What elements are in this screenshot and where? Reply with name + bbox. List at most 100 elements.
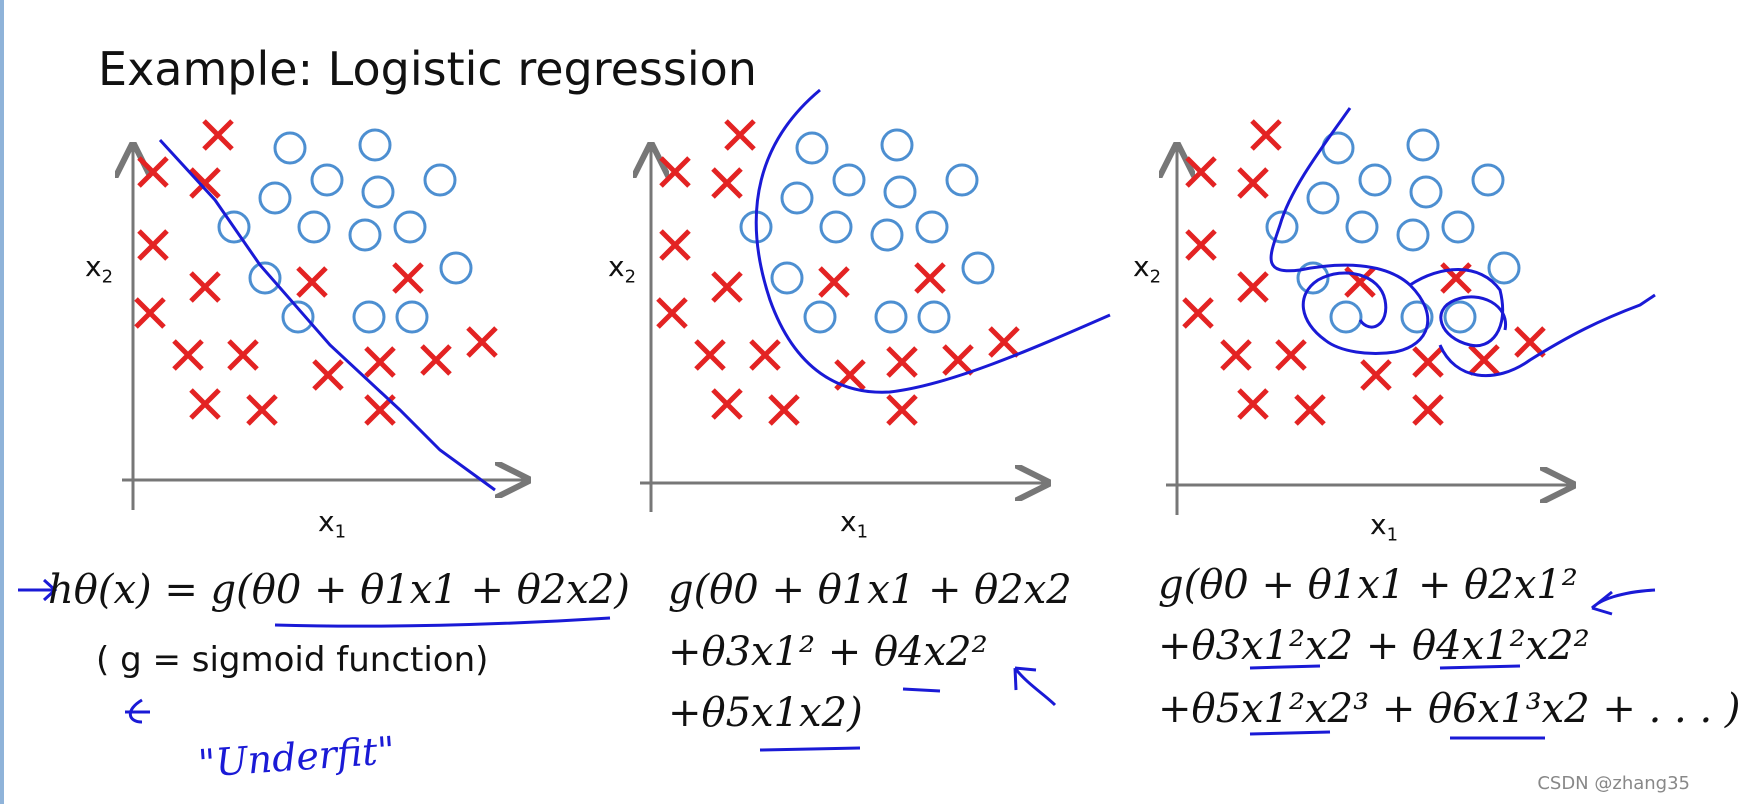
panel3-cross-marker [1237,167,1269,199]
panel2-cross-marker [711,271,743,303]
panel2-underline-1 [902,687,941,693]
panel1-cross-marker [202,119,234,151]
panel3-circle-marker [1345,210,1379,244]
panel2-cross-marker [886,346,918,378]
panel3-x-label: x1 [1370,508,1399,546]
panel1-cross-marker [392,262,424,294]
panel2-decision-boundary [754,88,1111,394]
panel3-circle-marker [1441,210,1475,244]
panel2-circle-marker [795,131,829,165]
panel3-formula-line2: +θ3x1²x2 + θ4x1²x2² [1158,623,1590,669]
panel3-cross-marker [1237,271,1269,303]
panel1-cross-marker [420,344,452,376]
panel2-circle-marker [803,300,837,334]
panel3-formula-line3: +θ5x1²x2³ + θ6x1³x2 + . . . ) [1158,686,1741,732]
panel2-circle-marker [870,218,904,252]
panel3-circle-marker [1396,218,1430,252]
panel2-circle-marker [874,300,908,334]
panel1-circle-marker [395,300,429,334]
panel2-cross-marker [659,229,691,261]
panel3-cross-marker [1412,394,1444,426]
panel1-circle-marker [352,300,386,334]
panel2-x-label: x1 [840,505,869,543]
panel3-circle-marker [1443,300,1477,334]
panel1-circle-marker [358,128,392,162]
watermark: CSDN @zhang35 [1537,773,1690,794]
panel1-cross-marker [137,229,169,261]
panel3-cross-marker [1185,229,1217,261]
panel2-formula-line1: g(θ0 + θ1x1 + θ2x2 [668,567,1072,613]
panel3-cross-marker [1294,394,1326,426]
panel1-cross-marker [312,359,344,391]
panel3-cross-marker [1514,326,1546,358]
panel2-formula-line3: +θ5x1x2) [668,690,863,736]
panel2-cross-marker [886,394,918,426]
panel3-circle-marker [1329,300,1363,334]
panel3-cross-marker [1237,388,1269,420]
panel3-cross-marker [1468,344,1500,376]
panel3-arrow-mark [1590,588,1656,616]
panel1-circle-marker [361,175,395,209]
panel3-cross-marker [1182,297,1214,329]
panel1-cross-marker [189,271,221,303]
panel1-cross-marker [246,394,278,426]
panel3-underline-1 [1249,664,1321,670]
panel2-y-label: x2 [608,250,637,288]
panel2-cross-marker [914,262,946,294]
panel2-cross-marker [988,326,1020,358]
panel3-cross-marker [1412,346,1444,378]
panel3-underline-2 [1439,664,1521,670]
panel1-cross-marker [134,297,166,329]
panel1-circle-marker [248,261,282,295]
panel2-circle-marker [832,163,866,197]
panel2-cross-marker [768,394,800,426]
panel2-circle-marker [880,128,914,162]
panel2-cross-marker [694,339,726,371]
panel2-cross-marker [818,266,850,298]
panel1-cross-marker [364,346,396,378]
panel1-formula: hθ(x) = g(θ0 + θ1x1 + θ2x2) [48,567,630,613]
panel3-underline-3 [1249,730,1331,736]
panel2-cross-marker [711,167,743,199]
page-title: Example: Logistic regression [98,42,757,96]
panel3-formula-line1: g(θ0 + θ1x1 + θ2x1² [1158,562,1578,608]
panel3-cross-marker [1185,156,1217,188]
panel1-cross-marker [137,156,169,188]
panel2-arrow-mark [1013,666,1057,707]
panel3-cross-marker [1250,119,1282,151]
panel2-circle-marker [945,163,979,197]
panel1-circle-marker [439,251,473,285]
panel1-circle-marker [217,210,251,244]
panel2-cross-marker [724,119,756,151]
panel3-circle-marker [1306,181,1340,215]
panel2-cross-marker [656,297,688,329]
panel3-cross-marker [1360,359,1392,391]
panel2-circle-marker [961,251,995,285]
panel2-cross-marker [942,344,974,376]
panel1-circle-marker [258,181,292,215]
panel2-circle-marker [770,261,804,295]
panel1-x-label: x1 [318,505,347,543]
panel2-circle-marker [883,175,917,209]
figure-canvas [18,88,1656,752]
panel3-circle-marker [1358,163,1392,197]
panel3-circle-marker [1409,175,1443,209]
panel1-decision-boundary [158,138,496,492]
panel2-scatter [656,119,1020,426]
panel1-circle-marker [310,163,344,197]
panel2-cross-marker [711,388,743,420]
panel1-circle-marker [423,163,457,197]
panel1-cross-marker [172,339,204,371]
panel3-circle-marker [1406,128,1440,162]
panel3-circle-marker [1400,300,1434,334]
panel1-circle-marker [348,218,382,252]
panel2-circle-marker [915,210,949,244]
panel1-underline [274,616,611,628]
panel3-cross-marker [1275,339,1307,371]
panel1-cross-marker [466,326,498,358]
panel1-cross-marker [189,167,221,199]
panel1-cross-marker [296,266,328,298]
panel1-cross-marker [189,388,221,420]
panel2-circle-marker [780,181,814,215]
panel1-circle-marker [281,300,315,334]
